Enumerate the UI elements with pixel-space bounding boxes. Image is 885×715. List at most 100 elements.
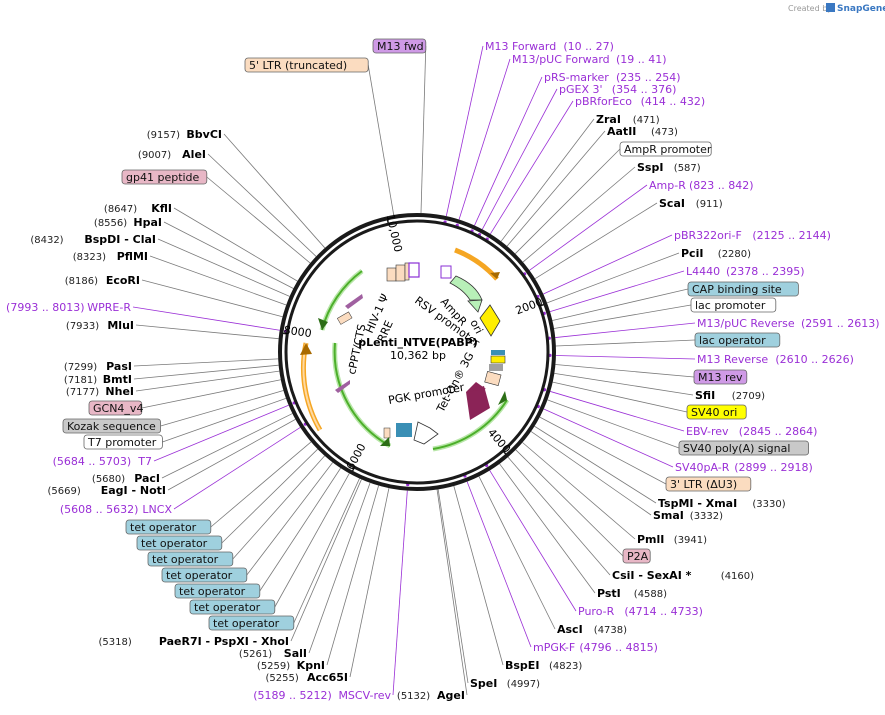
map-label[interactable]: EBV-rev(2845 .. 2864) (686, 425, 817, 438)
map-label[interactable]: mPGK-F(4796 .. 4815) (533, 641, 658, 654)
map-label[interactable]: M13 Forward(10 .. 27) (485, 40, 614, 53)
map-label[interactable]: tet operator (125, 519, 212, 535)
feature-box-label: tet operator (166, 569, 233, 582)
map-label[interactable]: tet operator (136, 535, 223, 551)
map-label[interactable]: CsiI - SexAI *(4160) (612, 569, 754, 582)
callout-line (534, 425, 657, 504)
map-label[interactable]: GCN4_v4 (88, 400, 143, 416)
feature-box-label: tet operator (141, 537, 208, 550)
map-label[interactable]: PciI(2280) (681, 247, 751, 260)
tet-operator-block (396, 423, 412, 437)
map-label[interactable]: Amp-R(823 .. 842) (649, 179, 754, 192)
map-label[interactable]: SpeI(4997) (470, 677, 540, 690)
map-label[interactable]: WPRE-R(7993 .. 8013) (6, 301, 131, 314)
enzyme-name: SfiI (695, 389, 715, 402)
map-label[interactable]: EagI - NotI(5669) (48, 484, 166, 497)
callout-line (522, 442, 636, 540)
map-label[interactable]: AscI(4738) (557, 623, 627, 636)
map-label[interactable]: KflI(8647) (104, 202, 172, 215)
feature-box (136, 535, 223, 551)
map-label[interactable]: AleI(9007) (138, 148, 206, 161)
map-label[interactable]: Puro-R(4714 .. 4733) (578, 605, 703, 618)
map-label[interactable]: ScaI(911) (659, 197, 723, 210)
callout-line (478, 476, 556, 630)
map-label[interactable]: 5' LTR (truncated) (244, 57, 369, 73)
map-label[interactable]: SfiI(2709) (695, 389, 765, 402)
map-label[interactable]: BmtI(7181) (64, 373, 132, 386)
map-label[interactable]: PaeR7I - PspXI - XhoI(5318) (99, 635, 289, 648)
map-label[interactable]: BspDI - ClaI(8432) (30, 233, 156, 246)
map-label[interactable]: NheI(7177) (66, 385, 134, 398)
enzyme-position: (8186) (65, 276, 98, 287)
callout-line (466, 481, 532, 648)
map-label[interactable]: BbvCI(9157) (147, 128, 222, 141)
map-label[interactable]: M13/pUC Reverse(2591 .. 2613) (697, 317, 880, 330)
map-label[interactable]: pGEX 3'(354 .. 376) (559, 83, 676, 96)
map-label[interactable]: MluI(7933) (66, 319, 134, 332)
map-label[interactable]: tet operator (189, 599, 276, 615)
map-label[interactable]: PacI(5680) (92, 472, 160, 485)
callout-line (543, 234, 673, 295)
map-label[interactable]: AgeI(5132) (397, 689, 465, 702)
map-label[interactable]: M13 rev (693, 369, 748, 385)
enzyme-position: (7933) (66, 321, 99, 332)
map-label[interactable]: SalI(5261) (239, 647, 307, 660)
map-label[interactable]: MSCV-rev(5189 .. 5212) (253, 689, 391, 702)
map-label[interactable]: tet operator (208, 615, 295, 631)
callout-line (133, 358, 279, 367)
primer-position: (19 .. 41) (616, 53, 667, 66)
callout-line (173, 427, 301, 510)
map-label[interactable]: Kozak sequence (62, 418, 161, 434)
wpre-marker (345, 294, 363, 309)
map-label[interactable]: CAP binding site (687, 281, 799, 297)
map-label[interactable]: tet operator (161, 567, 248, 583)
tick-mark (502, 450, 509, 457)
map-label[interactable]: SmaI(3332) (653, 509, 723, 522)
map-label[interactable]: T7 promoter (83, 434, 163, 450)
callout-line (500, 118, 595, 242)
map-label[interactable]: T7(5684 .. 5703) (53, 455, 152, 468)
enzyme-position: (3330) (752, 499, 785, 510)
map-label[interactable]: EcoRI(8186) (65, 274, 140, 287)
map-label[interactable]: gp41 peptide (121, 169, 208, 185)
map-label[interactable]: ZraI(471) (596, 113, 660, 126)
map-label[interactable]: lac promoter (690, 297, 777, 313)
map-label[interactable]: PstI(4588) (597, 587, 667, 600)
map-label[interactable]: PmlI(3941) (637, 533, 707, 546)
map-label[interactable]: pRS-marker(235 .. 254) (544, 71, 681, 84)
map-label[interactable]: SV40 poly(A) signal (678, 440, 810, 456)
map-label[interactable]: pBR322ori-F(2125 .. 2144) (674, 229, 831, 242)
map-label[interactable]: LNCX(5608 .. 5632) (60, 503, 173, 516)
map-label[interactable]: AmpR promoter (619, 141, 712, 157)
map-label[interactable]: SV40 ori (686, 404, 747, 420)
map-label[interactable]: L4440(2378 .. 2395) (686, 265, 805, 278)
map-label[interactable]: BspEI(4823) (505, 659, 582, 672)
callout-lines (132, 45, 696, 696)
map-label[interactable]: tet operator (147, 551, 234, 567)
map-label[interactable]: P2A (622, 548, 651, 564)
map-label[interactable]: SV40pA-R(2899 .. 2918) (675, 461, 813, 474)
map-label[interactable]: tet operator (174, 583, 261, 599)
map-label[interactable]: pBRforEco(414 .. 432) (575, 95, 705, 108)
primer-name: EBV-rev (686, 425, 729, 438)
enzyme-name: BspDI - ClaI (84, 233, 156, 246)
map-label[interactable]: lac operator (694, 332, 781, 348)
map-label[interactable]: AatII(473) (607, 125, 678, 138)
green-arc-bottom-head (498, 391, 507, 405)
map-label[interactable]: 3' LTR (ΔU3) (665, 476, 752, 492)
map-label[interactable]: PasI(7299) (64, 360, 132, 373)
feature-box-label: M13 rev (698, 371, 743, 384)
map-label[interactable]: KpnI(5259) (257, 659, 325, 672)
feature-box (189, 599, 276, 615)
map-label[interactable]: M13 fwd (372, 38, 427, 54)
map-label[interactable]: SspI(587) (637, 161, 701, 174)
map-label[interactable]: M13/pUC Forward(19 .. 41) (512, 53, 667, 66)
map-label[interactable]: HpaI(8556) (94, 216, 162, 229)
primer-position: (414 .. 432) (641, 95, 706, 108)
map-label[interactable]: M13 Reverse(2610 .. 2626) (697, 353, 854, 366)
callout-line (489, 470, 577, 612)
feature-box-label: GCN4_v4 (93, 402, 143, 415)
map-label[interactable]: PflMI(8323) (73, 250, 148, 263)
map-label[interactable]: TspMI - XmaI(3330) (658, 497, 786, 510)
map-label[interactable]: Acc65I(5255) (266, 671, 348, 684)
